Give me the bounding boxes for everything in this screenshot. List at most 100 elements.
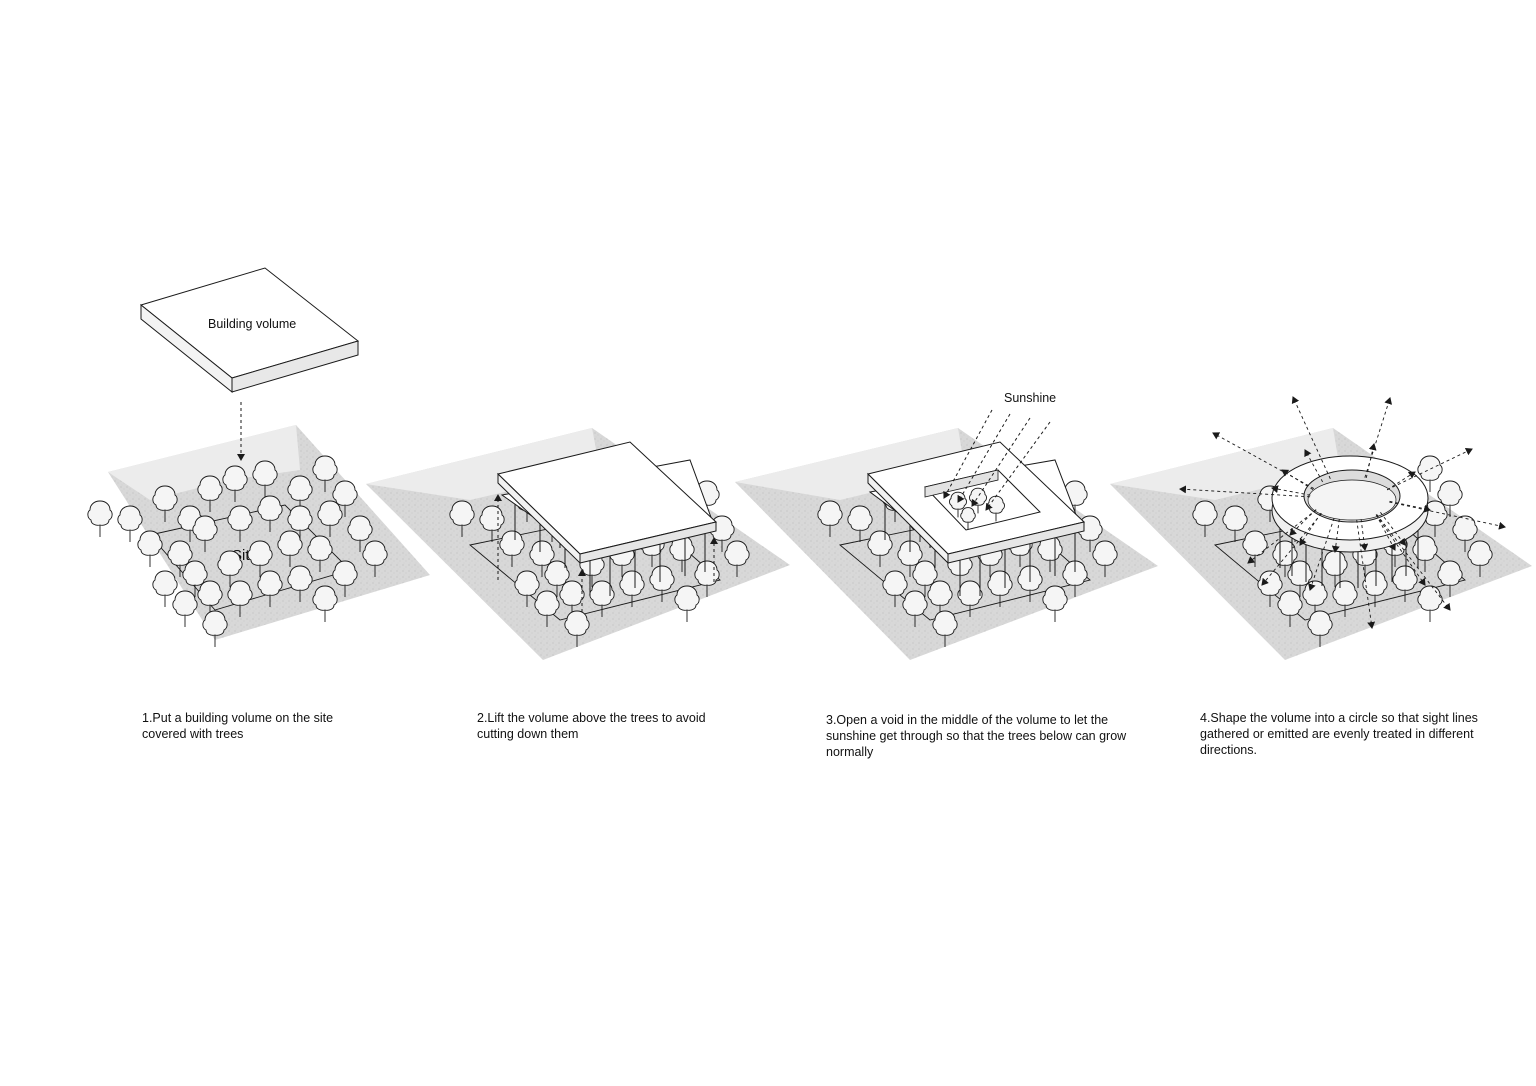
sight-line-group [1179, 396, 1506, 629]
tree-icon [1277, 590, 1303, 627]
tree-group [87, 455, 388, 647]
tree-icon [152, 570, 178, 607]
tree-icon [514, 570, 540, 607]
tree-icon [257, 570, 283, 607]
tree-icon [694, 560, 720, 597]
tree-icon [619, 570, 645, 607]
tree-icon [529, 540, 555, 577]
step-4-caption: 4.Shape the volume into a circle so that… [1200, 711, 1478, 757]
tree-icon [222, 465, 248, 502]
tree-icon [257, 495, 283, 532]
tree-icon [277, 530, 303, 567]
tree-icon [347, 515, 373, 552]
tree-icon [1322, 550, 1348, 587]
sunshine-arrow [985, 421, 1051, 511]
tree-icon [1307, 610, 1333, 647]
sight-line-arrow [1308, 518, 1335, 591]
tree-icon [987, 570, 1013, 607]
tree-icon [192, 515, 218, 552]
sunshine-label: Sunshine [1004, 391, 1056, 405]
tree-icon [1452, 515, 1478, 552]
tree-icon [1467, 540, 1493, 577]
tree-icon [589, 580, 615, 617]
ring-volume [1271, 455, 1429, 553]
tree-icon [197, 475, 223, 512]
tree-icon [669, 535, 695, 572]
sight-line-arrow [1247, 509, 1317, 564]
tree-icon [897, 540, 923, 577]
tree-icon [1332, 580, 1358, 617]
tree-icon [167, 540, 193, 577]
tree-icon [332, 480, 358, 517]
building-volume-label: Building volume [208, 317, 296, 331]
tree-icon [1392, 565, 1418, 602]
sight-line-arrow [1271, 485, 1311, 496]
tree-icon [182, 560, 208, 597]
sight-line-arrow [1291, 396, 1331, 480]
sight-line-arrow [1364, 397, 1393, 478]
sight-line-arrow [1360, 519, 1369, 551]
tree-icon [1437, 560, 1463, 597]
sight-line-arrow [1375, 514, 1426, 586]
sight-line-arrow [1380, 512, 1406, 546]
tree-icon [137, 530, 163, 567]
tree-icon [499, 530, 525, 567]
step-4-diagram [1110, 396, 1532, 660]
step-1-diagram: Site Building volume [87, 267, 430, 647]
tree-icon [449, 500, 475, 537]
tree-icon [1242, 530, 1268, 567]
tree-icon [932, 610, 958, 647]
tree-icon [307, 535, 333, 572]
sight-line-arrow [1389, 501, 1506, 530]
tree-icon [312, 585, 338, 622]
tree-icon [332, 560, 358, 597]
sight-line-arrow [1289, 509, 1317, 536]
tree-icon [912, 560, 938, 597]
tree-icon [544, 560, 570, 597]
tree-icon [564, 610, 590, 647]
tree-icon [312, 455, 338, 492]
step-1-caption: 1.Put a building volume on the site cove… [142, 711, 334, 741]
tree-icon [287, 505, 313, 542]
ground-plane-light [108, 425, 300, 500]
tree-icon [649, 565, 675, 602]
sight-line-arrow [1356, 519, 1376, 629]
sight-line-arrow [1179, 485, 1311, 498]
tree-icon [1437, 480, 1463, 517]
sight-line-arrow [1212, 432, 1315, 489]
tree-icon [1192, 500, 1218, 537]
tree-icon [227, 580, 253, 617]
lifted-volume [497, 441, 718, 565]
tree-icon [227, 505, 253, 542]
void-volume [867, 441, 1086, 565]
tree-icon [1062, 560, 1088, 597]
tree-icon [1222, 505, 1248, 542]
tree-icon [867, 530, 893, 567]
tree-icon [287, 565, 313, 602]
tree-icon [1257, 570, 1283, 607]
tree-icon [724, 540, 750, 577]
step-3-diagram: Sunshine [735, 391, 1158, 660]
sight-line-arrow [1304, 449, 1324, 483]
tree-icon [960, 507, 976, 530]
sight-line-arrow [1389, 500, 1431, 513]
sight-line-arrow [1386, 447, 1473, 491]
tree-icon [1417, 585, 1443, 622]
tree-icon [362, 540, 388, 577]
tree-group [817, 480, 1118, 647]
tree-icon [117, 505, 143, 542]
building-volume [139, 267, 360, 394]
tree-icon [1412, 535, 1438, 572]
tree-icon [902, 590, 928, 627]
tree-icon [247, 540, 273, 577]
tree-icon [847, 505, 873, 542]
tree-icon [317, 500, 343, 537]
tree-icon [1272, 540, 1298, 577]
step-3-caption: 3.Open a void in the middle of the volum… [826, 713, 1127, 759]
tree-icon [172, 590, 198, 627]
sunshine-arrow [943, 409, 993, 499]
tree-icon [1042, 585, 1068, 622]
tree-icon [252, 460, 278, 497]
sight-line-arrow [1375, 514, 1396, 551]
